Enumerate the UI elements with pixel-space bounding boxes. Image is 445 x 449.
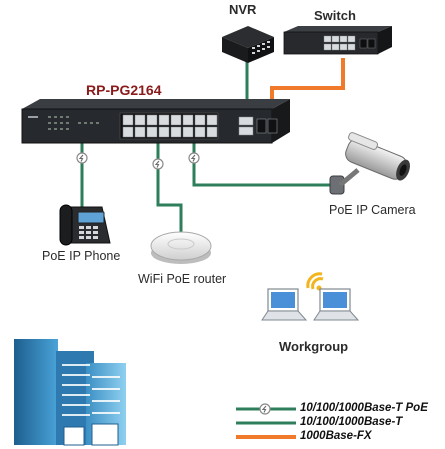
switch-status-leds (48, 116, 99, 130)
switch-label: Switch (314, 8, 356, 23)
switch-model-label: RP-PG2164 (86, 82, 162, 98)
main-switch (21, 99, 290, 144)
camera-label: PoE IP Camera (329, 203, 416, 217)
poe-marker-router (152, 158, 164, 170)
legend-label-copper: 10/100/1000Base-T (300, 416, 403, 428)
ip-camera-device (329, 132, 410, 195)
poe-marker-camera (188, 152, 200, 164)
workgroup-label: Workgroup (279, 339, 349, 354)
uplink-switch-device (283, 26, 392, 55)
wifi-router-device (150, 231, 212, 264)
poe-markers (76, 152, 200, 170)
wifi-icon (306, 272, 324, 291)
legend-label-poe: 10/100/1000Base-T PoE (300, 402, 428, 414)
link-router (156, 143, 183, 232)
laptop-icon-right (313, 288, 360, 321)
legend (236, 403, 296, 439)
link-camera (192, 143, 332, 187)
ip-phone-device (59, 204, 111, 246)
rj45-port-block (119, 112, 219, 140)
workgroup-device (261, 272, 360, 321)
router-label: WiFi PoE router (138, 272, 227, 286)
nvr-device (222, 26, 274, 63)
phone-label: PoE IP Phone (42, 249, 121, 263)
nvr-label: NVR (229, 2, 257, 17)
legend-swatch-poe (236, 403, 296, 415)
building-icon (14, 339, 126, 446)
poe-marker-phone (76, 152, 88, 164)
legend-label-fiber: 1000Base-FX (300, 430, 372, 442)
uplink-ports (238, 116, 278, 136)
laptop-icon-left (261, 288, 308, 321)
